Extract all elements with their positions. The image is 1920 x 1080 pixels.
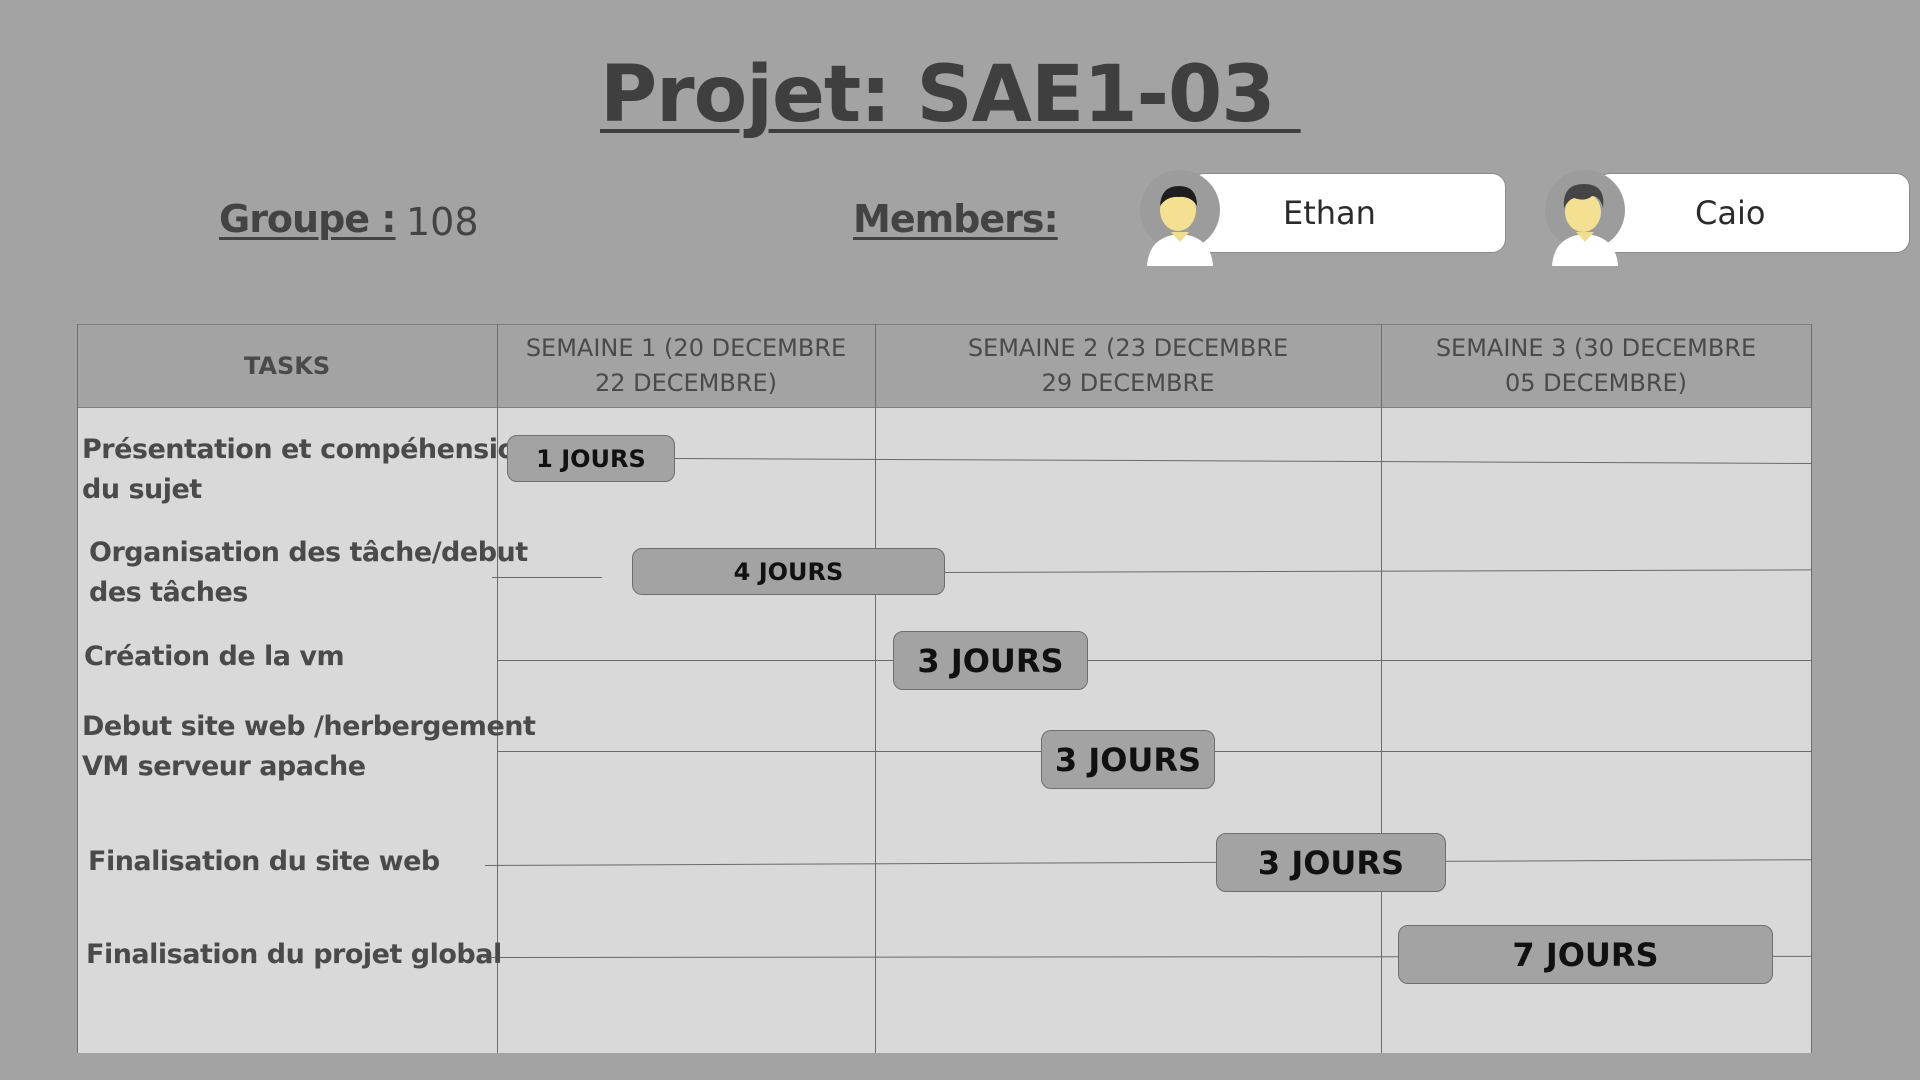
column-divider xyxy=(875,324,876,1053)
column-divider xyxy=(77,324,78,1053)
task-label: Création de la vm xyxy=(84,641,345,672)
header-week-1: SEMAINE 1 (20 DECEMBRE 22 DECEMBRE) xyxy=(525,334,847,397)
task-connector-line xyxy=(942,569,1812,573)
page-title: Projet: SAE1-03 xyxy=(600,50,1301,140)
header-tasks: TASKS xyxy=(243,351,331,380)
gantt-chart: TASKS SEMAINE 1 (20 DECEMBRE 22 DECEMBRE… xyxy=(77,324,1812,1053)
task-duration-bar: 3 JOURS xyxy=(893,631,1088,690)
column-divider xyxy=(497,324,498,1053)
task-connector-line xyxy=(497,660,1812,661)
member-card-caio: Caio xyxy=(1596,173,1910,253)
task-label: Organisation des tâche/debut des tâches xyxy=(89,537,528,608)
task-label: Finalisation du projet global xyxy=(86,939,502,970)
member-name: Ethan xyxy=(1283,194,1376,232)
task-connector-line xyxy=(484,859,1812,866)
task-label: Présentation et compéhension du sujet xyxy=(82,434,535,505)
header-week-2: SEMAINE 2 (23 DECEMBRE 29 DECEMBRE xyxy=(967,334,1289,397)
groupe-label: Groupe : xyxy=(219,197,396,241)
groupe-value: 108 xyxy=(406,200,479,244)
person-avatar-icon xyxy=(1135,170,1225,266)
task-duration-bar: 1 JOURS xyxy=(507,435,675,482)
column-divider xyxy=(1381,324,1382,1053)
members-label: Members: xyxy=(853,197,1059,241)
member-name: Caio xyxy=(1695,194,1766,232)
task-duration-bar: 3 JOURS xyxy=(1041,730,1215,789)
task-duration-bar: 3 JOURS xyxy=(1216,833,1446,892)
task-label: Finalisation du site web xyxy=(88,846,440,877)
task-duration-bar: 4 JOURS xyxy=(632,548,945,595)
task-duration-bar: 7 JOURS xyxy=(1398,925,1773,984)
gantt-header xyxy=(77,324,1812,408)
header-week-3: SEMAINE 3 (30 DECEMBRE 05 DECEMBRE) xyxy=(1435,334,1757,397)
person-avatar-icon xyxy=(1540,170,1630,266)
task-connector-line xyxy=(673,458,1812,464)
member-card-ethan: Ethan xyxy=(1190,173,1506,253)
column-divider xyxy=(1811,324,1812,1053)
task-label: Debut site web /herbergement VM serveur … xyxy=(82,711,536,782)
task-connector-line xyxy=(492,577,602,578)
